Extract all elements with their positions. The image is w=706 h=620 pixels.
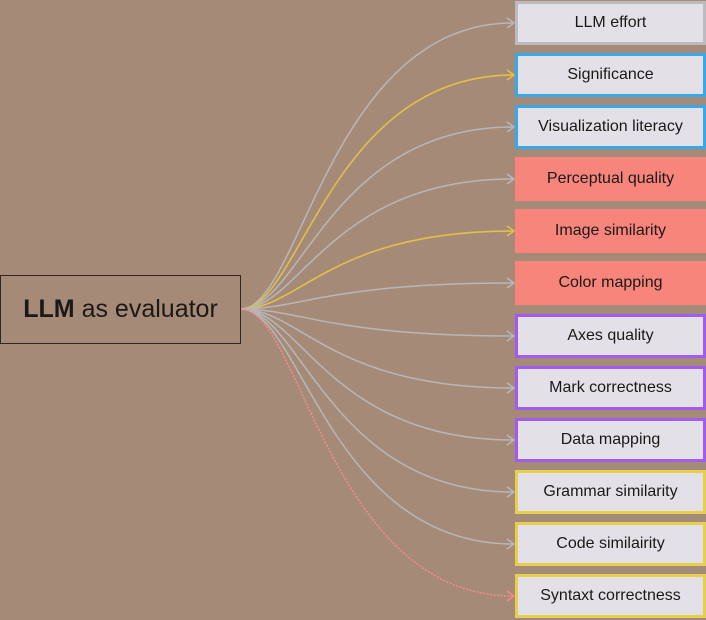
- target-node-label: Code similairity: [556, 535, 665, 552]
- target-node-label: Visualization literacy: [538, 118, 683, 135]
- edge-to-color-mapping: [240, 282, 514, 310]
- target-node-label: Axes quality: [567, 327, 654, 344]
- target-node-label: Significance: [567, 66, 654, 83]
- target-node-significance: Significance: [515, 53, 706, 97]
- arrowhead-to-syntaxt-correctness: [506, 590, 516, 602]
- edge-to-data-mapping: [240, 308, 514, 441]
- edge-to-llm-effort: [240, 22, 514, 310]
- target-node-axes-quality: Axes quality: [515, 314, 706, 358]
- target-node-label: Color mapping: [558, 274, 663, 291]
- target-node-syntaxt-correctness: Syntaxt correctness: [515, 574, 706, 618]
- target-node-label: Syntaxt correctness: [540, 587, 681, 604]
- target-node-mark-correctness: Mark correctness: [515, 366, 706, 410]
- arrowhead-to-visualization-literacy: [506, 121, 516, 133]
- arrowhead-to-color-mapping: [506, 277, 516, 289]
- edge-to-visualization-literacy: [240, 126, 514, 310]
- arrowhead-to-significance: [506, 69, 516, 81]
- target-node-image-similarity: Image similarity: [515, 209, 706, 253]
- target-node-data-mapping: Data mapping: [515, 418, 706, 462]
- arrowhead-to-llm-effort: [506, 17, 516, 29]
- target-node-label: Image similarity: [554, 222, 667, 239]
- source-label-rest: as evaluator: [81, 295, 218, 323]
- edge-to-image-similarity: [240, 230, 514, 310]
- source-label-bold: LLM: [23, 295, 75, 323]
- arrowhead-to-axes-quality: [506, 330, 516, 342]
- arrowhead-to-grammar-similarity: [506, 486, 516, 498]
- target-node-label: Data mapping: [560, 431, 661, 448]
- edge-to-grammar-similarity: [240, 308, 514, 493]
- target-node-llm-effort: LLM effort: [515, 1, 706, 45]
- target-node-label: Perceptual quality: [546, 170, 675, 187]
- arrowhead-to-code-similairity: [506, 538, 516, 550]
- edge-to-perceptual-quality: [240, 178, 514, 310]
- arrowhead-to-perceptual-quality: [506, 173, 516, 185]
- edge-to-mark-correctness: [240, 308, 514, 389]
- edge-to-axes-quality: [240, 308, 514, 337]
- target-node-label: Mark correctness: [549, 379, 672, 396]
- target-node-label: LLM effort: [574, 14, 647, 31]
- target-node-label: Grammar similarity: [543, 483, 678, 500]
- arrowhead-to-data-mapping: [506, 434, 516, 446]
- edge-to-code-similairity: [240, 308, 514, 545]
- target-node-color-mapping: Color mapping: [515, 261, 706, 305]
- target-node-perceptual-quality: Perceptual quality: [515, 157, 706, 201]
- edge-to-significance: [240, 74, 514, 310]
- edge-to-syntaxt-correctness: [240, 308, 514, 597]
- arrowhead-to-mark-correctness: [506, 382, 516, 394]
- target-node-visualization-literacy: Visualization literacy: [515, 105, 706, 149]
- arrowhead-to-image-similarity: [506, 225, 516, 237]
- target-node-grammar-similarity: Grammar similarity: [515, 470, 706, 514]
- target-node-code-similairity: Code similairity: [515, 522, 706, 566]
- source-node-llm-as-evaluator: LLM as evaluator: [0, 275, 241, 344]
